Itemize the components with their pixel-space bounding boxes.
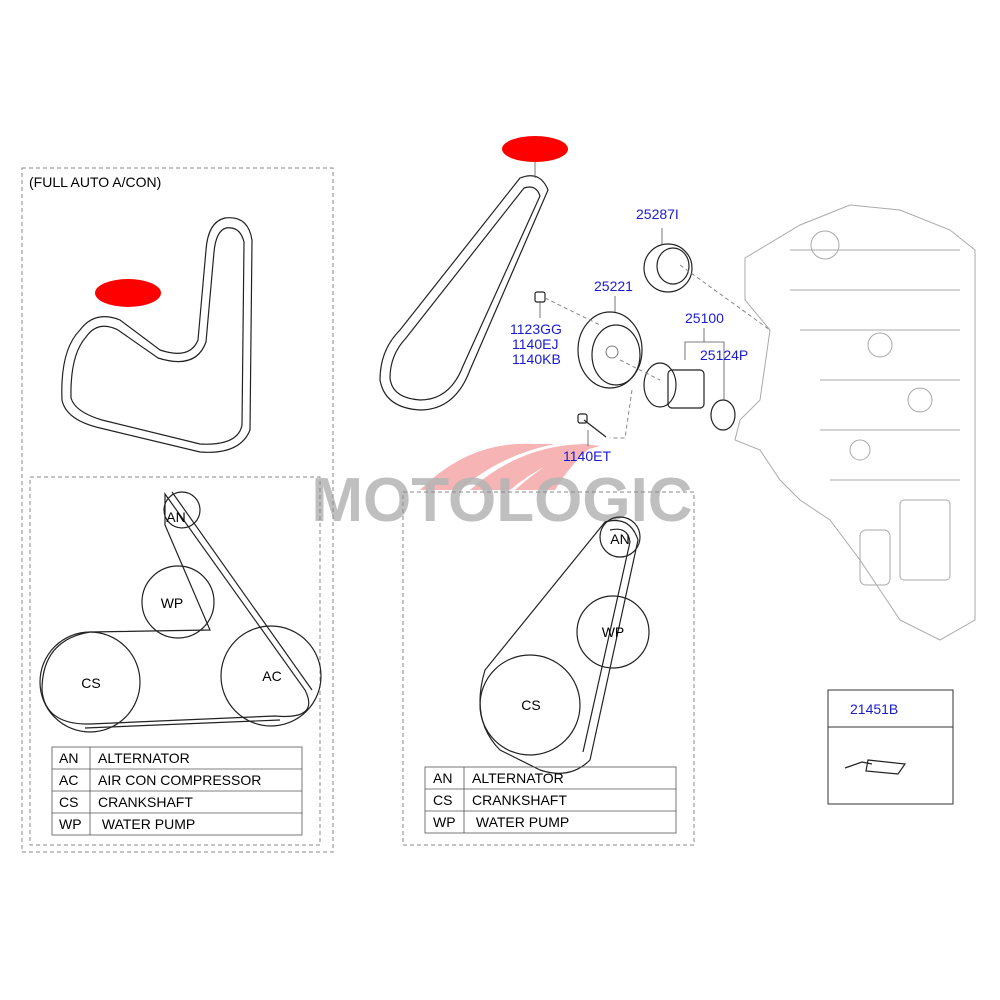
watermark: MOTOLOGIC xyxy=(311,443,693,535)
legend-code: CS xyxy=(59,794,78,810)
part-number-1140KB[interactable]: 1140KB xyxy=(512,351,561,367)
left-panel-frame xyxy=(21,167,334,853)
part-number-1140ET[interactable]: 1140ET xyxy=(563,448,611,464)
part-number-25100[interactable]: 25100 xyxy=(685,310,724,326)
legend-name: ALTERNATOR xyxy=(472,770,564,786)
pulley-cs xyxy=(39,631,141,733)
legend-name: WATER PUMP xyxy=(98,816,195,832)
pulley-wp xyxy=(141,565,215,639)
tensioner-pulley-drawing xyxy=(577,296,643,389)
legend-code: WP xyxy=(433,814,456,830)
pulley-cs xyxy=(479,654,581,756)
legend-name: CRANKSHAFT xyxy=(98,794,193,810)
pulley-label: WP xyxy=(161,595,184,611)
engine-block-drawing xyxy=(734,204,976,641)
highlight-marker xyxy=(502,136,568,162)
legend-name: ALTERNATOR xyxy=(98,750,190,766)
legend-name: CRANKSHAFT xyxy=(472,792,567,808)
pulley-label: CS xyxy=(81,675,100,691)
legend-code: CS xyxy=(433,792,452,808)
legend-code: WP xyxy=(59,816,82,832)
part-number-25124P[interactable]: 25124P xyxy=(700,347,748,363)
main-serpentine-belt xyxy=(379,175,549,411)
legend-name: WATER PUMP xyxy=(472,814,569,830)
highlight-marker xyxy=(95,279,161,307)
left-routing-frame xyxy=(29,476,321,846)
middle-legend-table: AN ALTERNATOR CS CRANKSHAFT WP WATER PUM… xyxy=(424,766,677,834)
left-routing-belt xyxy=(41,491,313,729)
leader-dash-lines xyxy=(544,264,771,439)
left-serpentine-belt xyxy=(61,217,253,453)
pulley-an xyxy=(599,516,641,558)
part-number-25221[interactable]: 25221 xyxy=(594,278,633,294)
pulley-label: AC xyxy=(262,668,281,684)
part-number-25287I[interactable]: 25287I xyxy=(636,206,679,222)
part-number-1123GG[interactable]: 1123GG xyxy=(510,321,562,337)
pulley-an xyxy=(163,491,201,529)
part-number-1140EJ[interactable]: 1140EJ xyxy=(512,336,558,352)
part-box-21451B xyxy=(827,689,954,805)
pulley-label: AN xyxy=(166,509,185,525)
pulley-label: WP xyxy=(602,624,625,640)
legend-code: AN xyxy=(59,750,78,766)
water-pump-drawing xyxy=(643,328,736,431)
idler-pulley-drawing xyxy=(643,228,693,293)
pulley-label: CS xyxy=(521,697,540,713)
left-panel-title: (FULL AUTO A/CON) xyxy=(29,174,161,190)
legend-code: AN xyxy=(433,770,452,786)
middle-routing-belt xyxy=(479,519,639,774)
watermark-text: MOTOLOGIC xyxy=(311,466,692,535)
legend-code: AC xyxy=(59,772,78,788)
pulley-label: AN xyxy=(610,531,629,547)
part-number-21451B[interactable]: 21451B xyxy=(850,701,898,717)
legend-name: AIR CON COMPRESSOR xyxy=(98,772,261,788)
pulley-ac xyxy=(220,625,322,727)
pulley-wp xyxy=(576,595,650,669)
bolts-drawing xyxy=(534,291,607,446)
left-legend-table: AN ALTERNATOR AC AIR CON COMPRESSOR CS C… xyxy=(51,746,303,836)
